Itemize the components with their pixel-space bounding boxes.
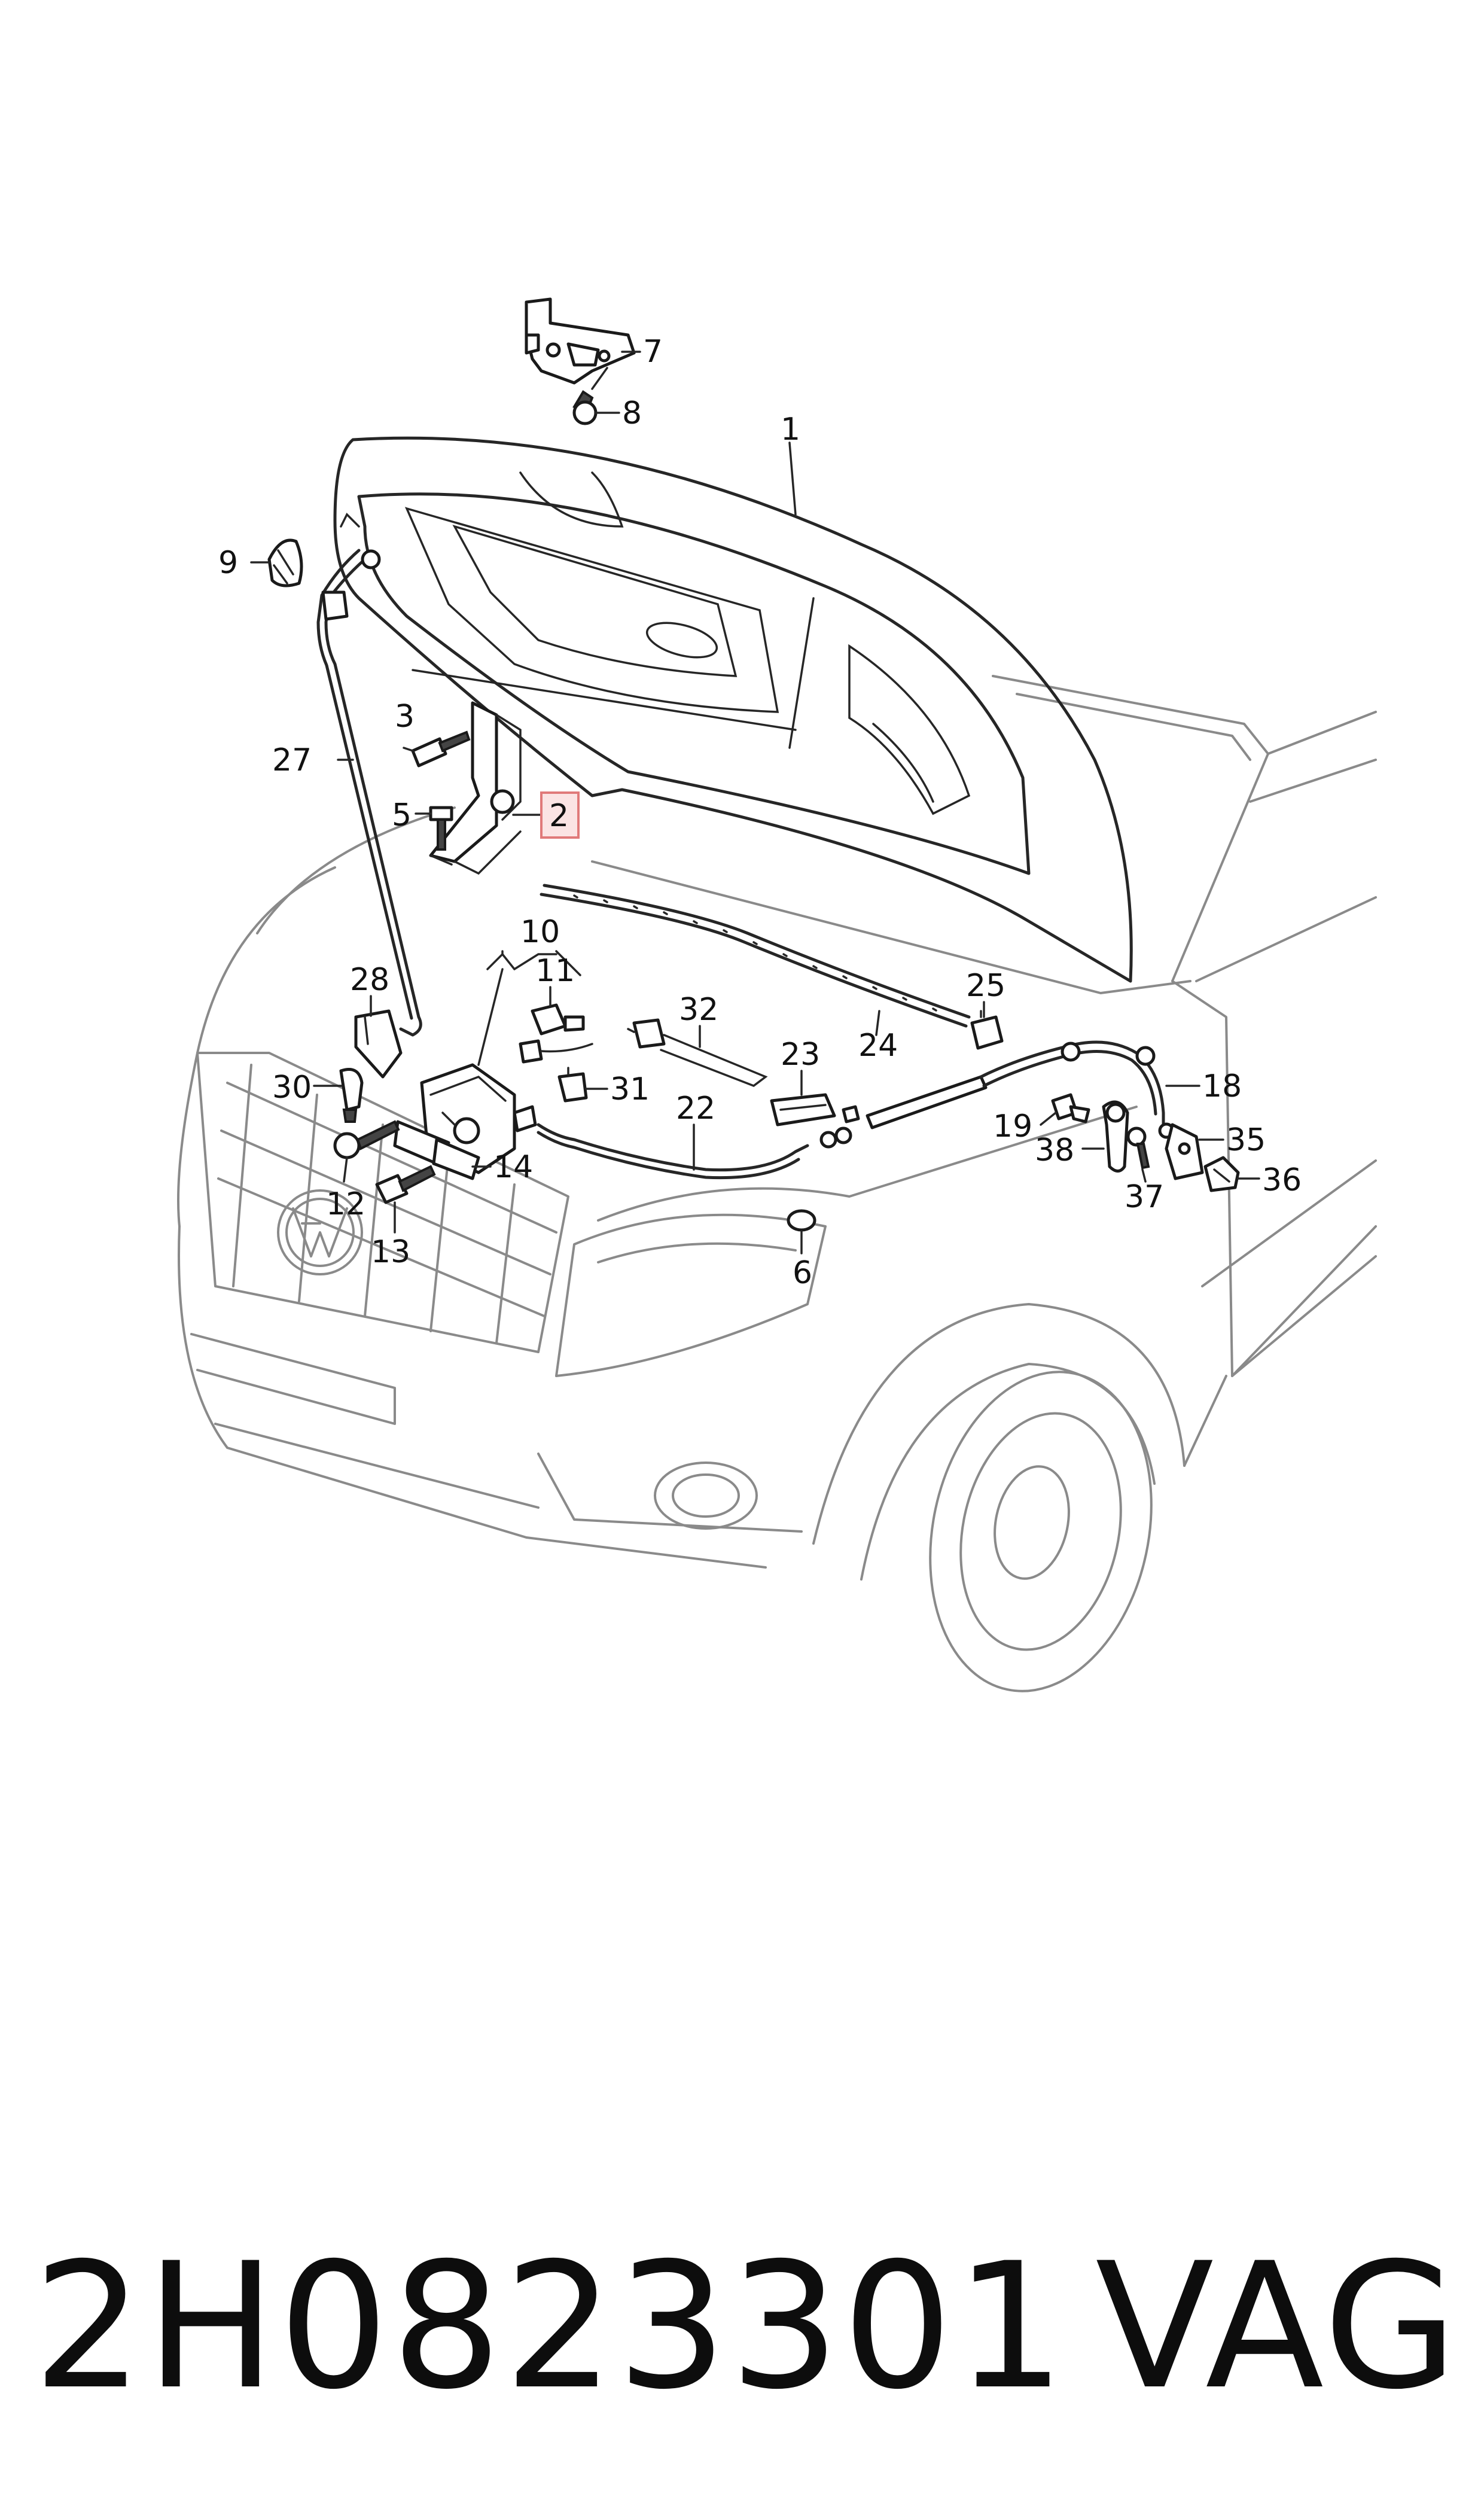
retaining-clip <box>339 1068 364 1123</box>
vehicle-body-outline <box>177 675 1377 1692</box>
lock-plate <box>393 1120 480 1180</box>
lock-bolt <box>375 1165 436 1204</box>
inner-lever <box>1102 1100 1129 1173</box>
exploded-parts-diagram: 1 7 8 9 3 5 2 27 28 30 10 11 12 13 14 31… <box>177 297 1377 1692</box>
callout-22: 22 <box>676 1091 715 1126</box>
callout-23: 23 <box>781 1037 820 1073</box>
callout-8: 8 <box>622 395 642 431</box>
release-lever <box>627 1018 768 1087</box>
callout-2: 2 <box>549 798 569 834</box>
seal-clip <box>970 1010 1004 1050</box>
callout-12: 12 <box>326 1186 365 1222</box>
callout-1: 1 <box>781 412 800 447</box>
callout-30: 30 <box>272 1070 312 1106</box>
cable-connector <box>557 1067 588 1103</box>
callout-13: 13 <box>371 1234 410 1270</box>
lock-switch <box>519 1003 593 1064</box>
bracket-bolt <box>411 730 471 768</box>
leader-lines <box>250 351 1260 1255</box>
lock-bracket-assembly <box>429 701 522 875</box>
callout-3: 3 <box>395 699 415 735</box>
callout-38: 38 <box>1035 1132 1074 1168</box>
brand-name: VAG <box>1095 2226 1460 2428</box>
callout-31: 31 <box>610 1071 650 1107</box>
grommet <box>787 1209 816 1232</box>
hood-panel <box>333 436 1133 983</box>
lock-screw <box>333 1120 400 1159</box>
callout-2-highlight <box>540 791 580 839</box>
rubber-buffer <box>267 538 303 587</box>
callout-9: 9 <box>218 545 238 581</box>
callout-24: 24 <box>858 1028 898 1064</box>
hinge-bolt <box>572 390 598 425</box>
callout-28: 28 <box>350 962 389 998</box>
callout-labels: 1 7 8 9 3 5 2 27 28 30 10 11 12 13 14 31… <box>218 334 1302 1291</box>
interior-release-handle <box>1203 1156 1240 1192</box>
callout-11: 11 <box>535 953 575 989</box>
hinge-bracket <box>525 297 636 390</box>
callout-37: 37 <box>1125 1179 1164 1215</box>
cable-clip <box>1051 1093 1090 1123</box>
callout-36: 36 <box>1262 1162 1302 1198</box>
callout-6: 6 <box>793 1255 812 1291</box>
footer: 2H0823301 VAG <box>0 2213 1484 2441</box>
bracket-screw <box>429 806 453 851</box>
callout-14: 14 <box>493 1149 533 1185</box>
hood-seal <box>540 884 971 1028</box>
hood-prop-rod <box>316 513 422 1037</box>
left-bracket <box>354 1009 403 1079</box>
callout-35: 35 <box>1226 1122 1266 1158</box>
bracket-mount-screw <box>1126 1126 1150 1170</box>
front-release-cable <box>537 1123 852 1180</box>
callout-27: 27 <box>272 742 312 778</box>
lever-bracket <box>1165 1123 1204 1180</box>
callout-32: 32 <box>679 992 718 1028</box>
release-handle <box>770 1093 860 1126</box>
callout-19: 19 <box>993 1109 1032 1144</box>
callout-18: 18 <box>1202 1068 1242 1104</box>
rear-release-cable <box>866 1040 1175 1139</box>
callout-5: 5 <box>392 797 412 833</box>
callout-7: 7 <box>643 334 663 370</box>
part-number: 2H0823301 <box>33 2226 1068 2428</box>
callout-25: 25 <box>966 968 1005 1004</box>
callout-10: 10 <box>520 914 560 950</box>
